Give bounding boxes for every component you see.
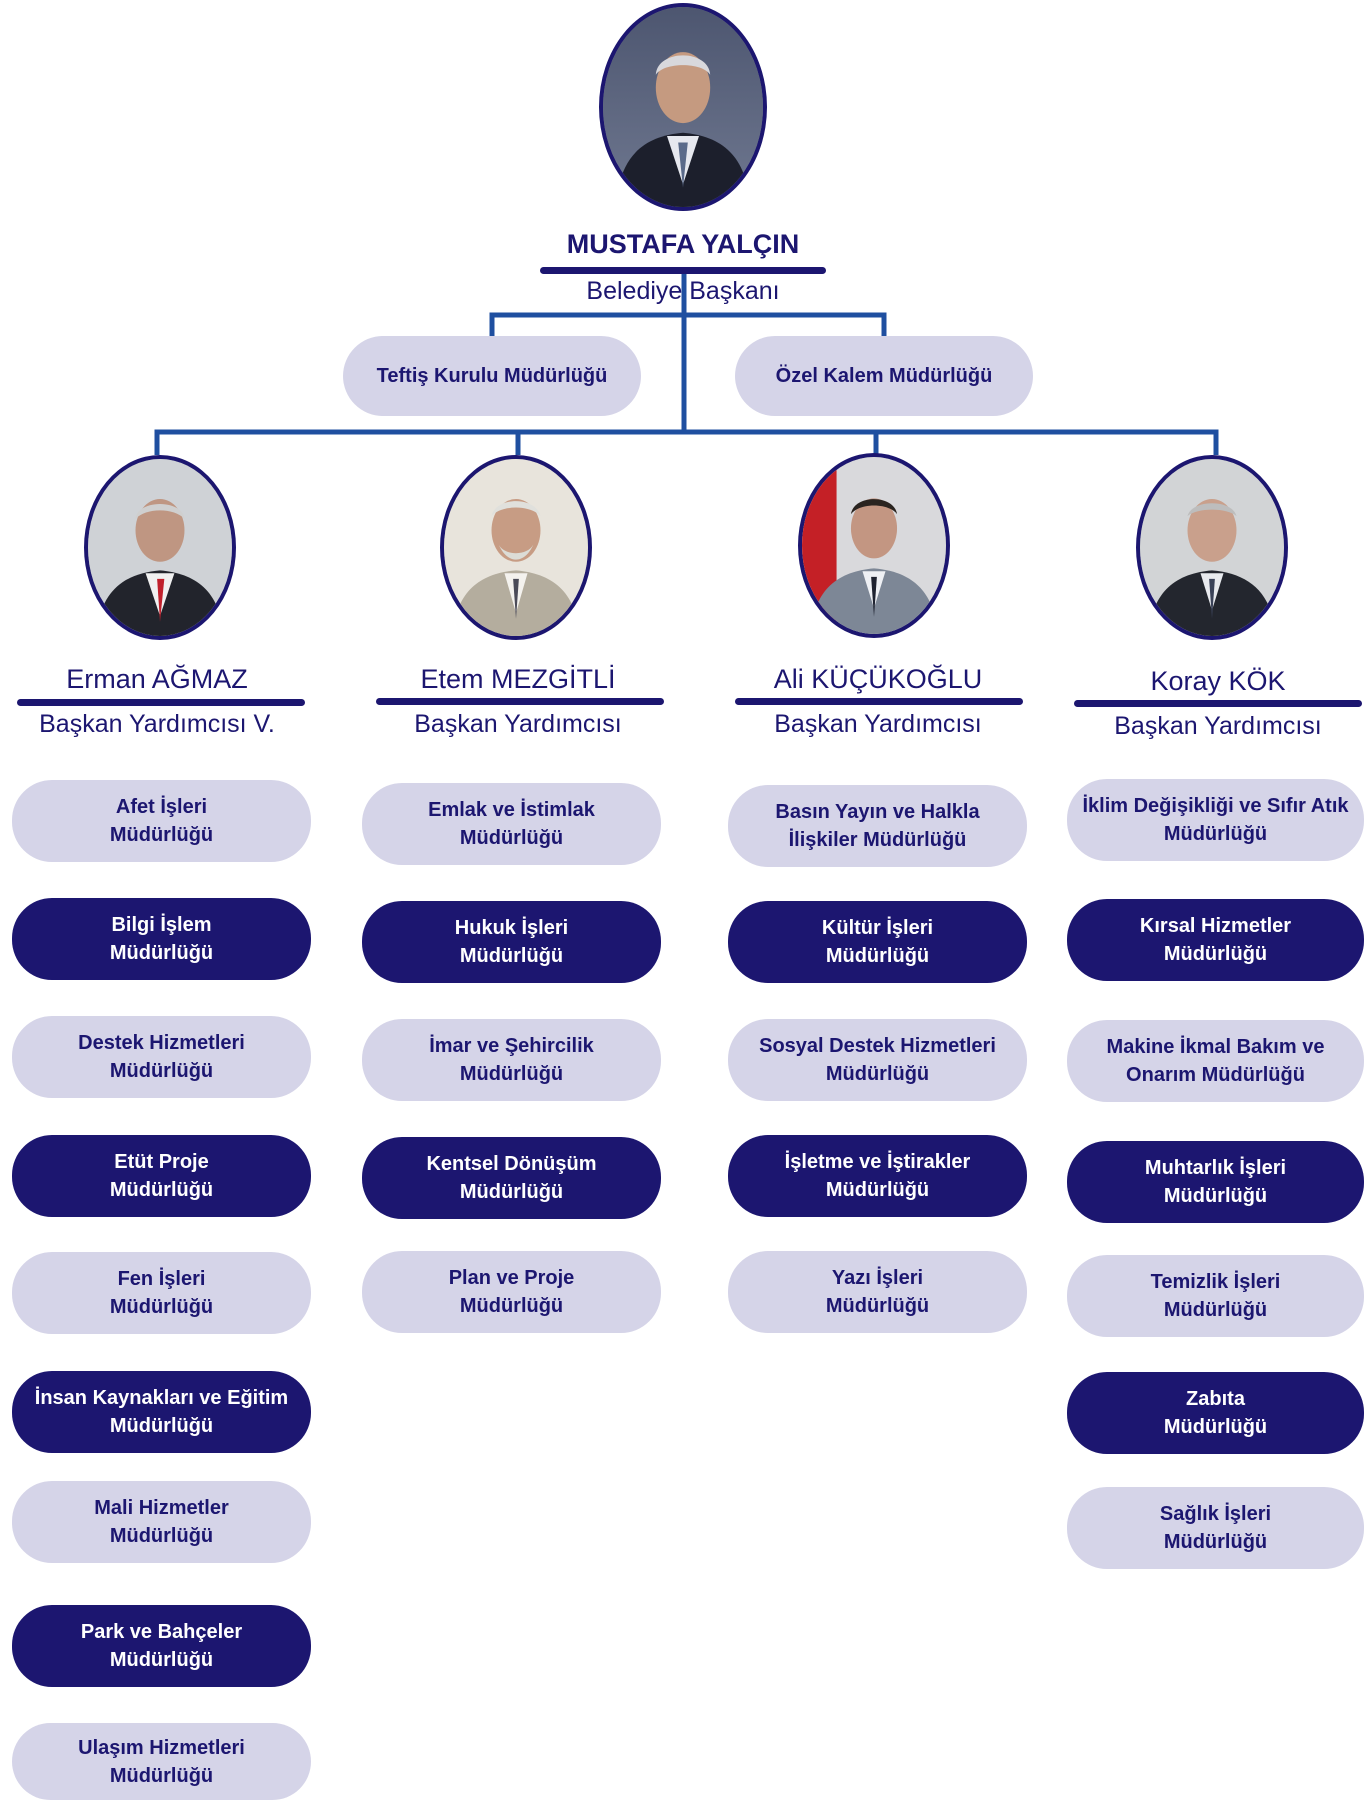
- unit-ulasim-hizmetleri[interactable]: Ulaşım Hizmetleri Müdürlüğü: [12, 1723, 311, 1800]
- deputy-1-title: Başkan Yardımcısı V.: [39, 710, 275, 738]
- deputy-4-name: Koray KÖK: [1150, 666, 1286, 696]
- unit-etut-proje[interactable]: Etüt Proje Müdürlüğü: [12, 1135, 311, 1217]
- unit-hukuk-isleri[interactable]: Hukuk İşleri Müdürlüğü: [362, 901, 661, 983]
- unit-sosyal-destek[interactable]: Sosyal Destek Hizmetleri Müdürlüğü: [728, 1019, 1027, 1101]
- mayor-photo: [599, 3, 767, 211]
- deputies-line: [154, 429, 1219, 455]
- deputy-4-title: Başkan Yardımcısı: [1114, 712, 1322, 740]
- deputy-4-divider: [1074, 700, 1362, 707]
- mayor-portrait: [603, 7, 763, 207]
- unit-afet-isleri[interactable]: Afet İşleri Müdürlüğü: [12, 780, 311, 862]
- deputy-4-portrait: [1140, 459, 1284, 636]
- unit-basin-yayin[interactable]: Basın Yayın ve Halkla İlişkiler Müdürlüğ…: [728, 785, 1027, 867]
- deputy-2-portrait: [444, 459, 588, 636]
- unit-kirsal-hizmetler[interactable]: Kırsal Hizmetler Müdürlüğü: [1067, 899, 1364, 981]
- deputy-3-photo: [798, 453, 950, 638]
- deputy-3-portrait: [802, 457, 946, 634]
- deputy-2-name: Etem MEZGİTLİ: [420, 664, 616, 694]
- deputy-2-title: Başkan Yardımcısı: [414, 710, 622, 738]
- unit-plan-proje[interactable]: Plan ve Proje Müdürlüğü: [362, 1251, 661, 1333]
- unit-yazi-isleri[interactable]: Yazı İşleri Müdürlüğü: [728, 1251, 1027, 1333]
- unit-zabita[interactable]: Zabıta Müdürlüğü: [1067, 1372, 1364, 1454]
- unit-muhtarlik-isleri[interactable]: Muhtarlık İşleri Müdürlüğü: [1067, 1141, 1364, 1223]
- deputy-1-name: Erman AĞMAZ: [66, 664, 248, 694]
- unit-kultur-isleri[interactable]: Kültür İşleri Müdürlüğü: [728, 901, 1027, 983]
- unit-kentsel-donusum[interactable]: Kentsel Dönüşüm Müdürlüğü: [362, 1137, 661, 1219]
- unit-emlak-istimlak[interactable]: Emlak ve İstimlak Müdürlüğü: [362, 783, 661, 865]
- unit-temizlik-isleri[interactable]: Temizlik İşleri Müdürlüğü: [1067, 1255, 1364, 1337]
- unit-iklim-degisikligi[interactable]: İklim Değişikliği ve Sıfır Atık Müdürlüğ…: [1067, 779, 1364, 861]
- unit-makine-ikmal[interactable]: Makine İkmal Bakım ve Onarım Müdürlüğü: [1067, 1020, 1364, 1102]
- unit-fen-isleri[interactable]: Fen İşleri Müdürlüğü: [12, 1252, 311, 1334]
- unit-park-bahceler[interactable]: Park ve Bahçeler Müdürlüğü: [12, 1605, 311, 1687]
- unit-mali-hizmetler[interactable]: Mali Hizmetler Müdürlüğü: [12, 1481, 311, 1563]
- deputy-1-divider: [17, 699, 305, 706]
- mayor-title: Belediye Başkanı: [586, 277, 780, 305]
- unit-insan-kaynaklari[interactable]: İnsan Kaynakları ve Eğitim Müdürlüğü: [12, 1371, 311, 1453]
- unit-imar-sehircilik[interactable]: İmar ve Şehircilik Müdürlüğü: [362, 1019, 661, 1101]
- deputy-3-divider: [735, 698, 1023, 705]
- staff-unit-inspection[interactable]: Teftiş Kurulu Müdürlüğü: [343, 336, 641, 416]
- unit-bilgi-islem[interactable]: Bilgi İşlem Müdürlüğü: [12, 898, 311, 980]
- deputy-3-title: Başkan Yardımcısı: [774, 710, 982, 738]
- deputy-1-portrait: [88, 459, 232, 636]
- mayor-name: MUSTAFA YALÇIN: [566, 229, 800, 259]
- deputy-1-photo: [84, 455, 236, 640]
- staff-unit-private-office[interactable]: Özel Kalem Müdürlüğü: [735, 336, 1033, 416]
- staff-line: [489, 312, 887, 336]
- deputy-3-name: Ali KÜÇÜKOĞLU: [773, 664, 983, 694]
- deputy-4-photo: [1136, 455, 1288, 640]
- deputy-2-divider: [376, 698, 664, 705]
- unit-isletme-istirakler[interactable]: İşletme ve İştirakler Müdürlüğü: [728, 1135, 1027, 1217]
- mayor-divider: [540, 267, 826, 274]
- unit-saglik-isleri[interactable]: Sağlık İşleri Müdürlüğü: [1067, 1487, 1364, 1569]
- deputy-2-photo: [440, 455, 592, 640]
- unit-destek-hizmetleri[interactable]: Destek Hizmetleri Müdürlüğü: [12, 1016, 311, 1098]
